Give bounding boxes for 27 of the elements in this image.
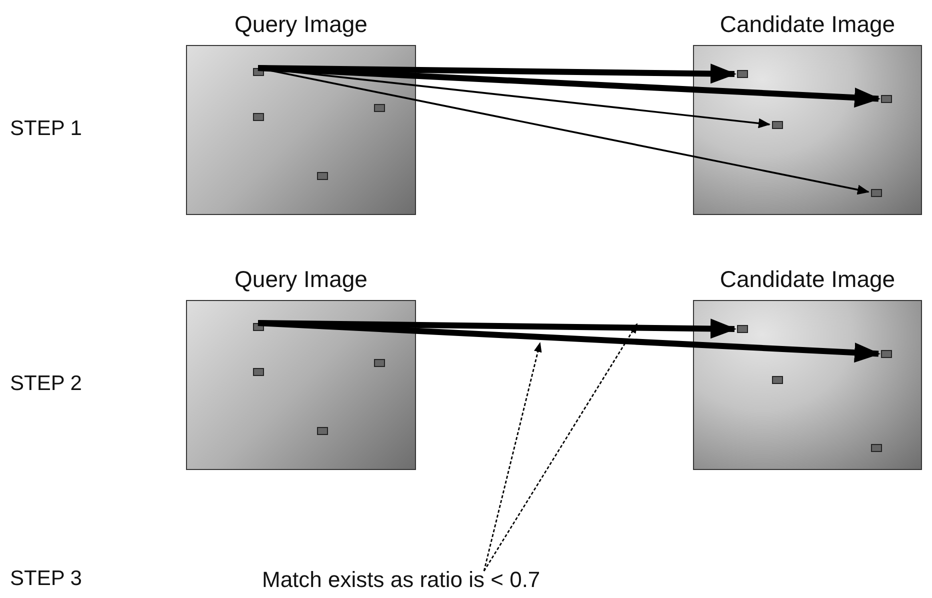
panel-title: Query Image — [234, 266, 368, 293]
keypoint-marker — [772, 121, 782, 129]
panel-title: Candidate Image — [718, 11, 896, 38]
keypoint-marker — [252, 368, 264, 376]
panel-title: Query Image — [234, 11, 368, 38]
keypoint-marker — [870, 444, 882, 452]
keypoint-marker — [880, 350, 892, 358]
keypoint-marker — [736, 325, 748, 333]
step-label: STEP 1 — [10, 117, 82, 141]
leader-line — [483, 323, 638, 572]
step-label: STEP 2 — [10, 372, 82, 396]
keypoint-marker — [252, 113, 264, 121]
keypoint-marker — [316, 172, 328, 180]
leader-line — [483, 342, 542, 572]
match-arrow — [258, 65, 880, 108]
keypoint-marker — [316, 427, 328, 435]
note-text: Match exists as ratio is < 0.7 — [262, 567, 540, 593]
keypoint-marker — [880, 95, 892, 103]
keypoint-marker — [374, 359, 384, 367]
match-arrow — [258, 67, 870, 195]
step-label: STEP 3 — [10, 567, 82, 591]
panel-title: Candidate Image — [718, 266, 896, 293]
keypoint-marker — [374, 104, 384, 112]
keypoint-marker — [772, 376, 782, 384]
keypoint-marker — [870, 189, 882, 197]
match-arrow — [258, 320, 880, 363]
keypoint-marker — [736, 70, 748, 78]
